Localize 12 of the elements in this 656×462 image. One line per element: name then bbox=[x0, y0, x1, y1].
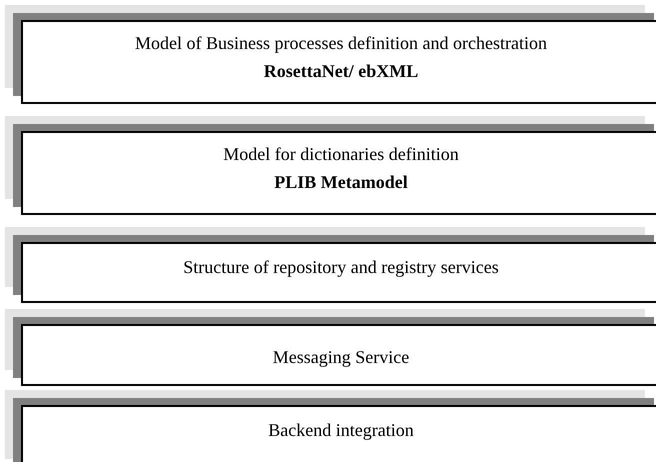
layer-standard: RosettaNet/ ebXML bbox=[264, 60, 418, 83]
layer-box bbox=[21, 131, 656, 215]
layer-box bbox=[21, 405, 656, 462]
layer-box bbox=[21, 242, 656, 303]
layer-title: Model of Business processes definition and orchestration bbox=[135, 32, 547, 55]
layer-box bbox=[21, 20, 656, 104]
layer-title: Structure of repository and registry services bbox=[183, 256, 499, 279]
layer-box bbox=[21, 324, 656, 386]
layer-title: Model for dictionaries definition bbox=[223, 143, 459, 166]
layer-standard: PLIB Metamodel bbox=[274, 171, 408, 194]
layer-title: Backend integration bbox=[268, 419, 414, 442]
layer-title: Messaging Service bbox=[272, 346, 410, 369]
